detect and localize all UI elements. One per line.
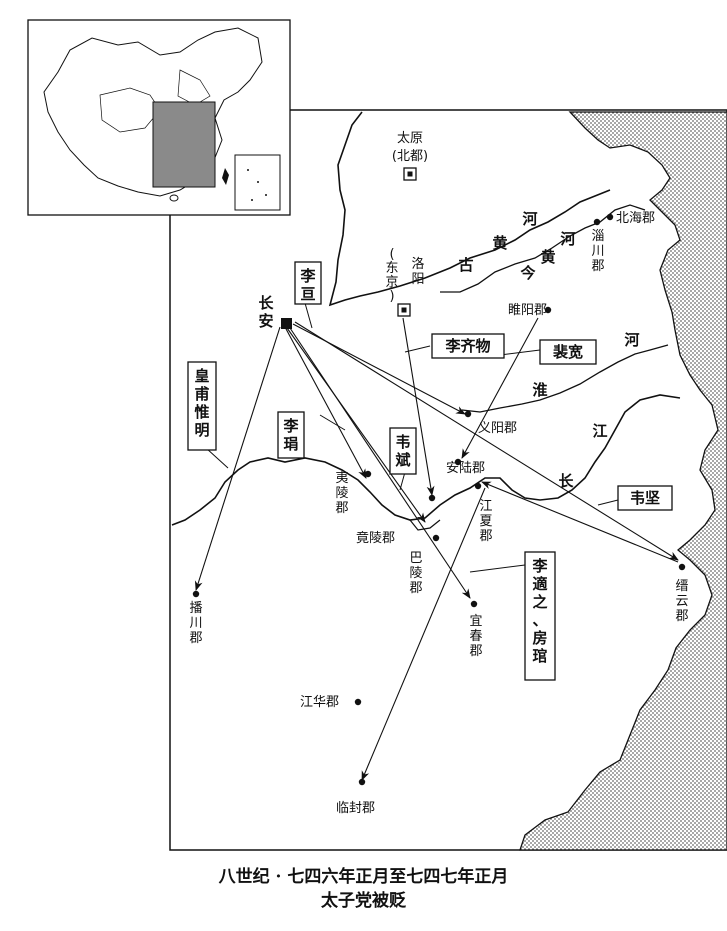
modern-yellow-river bbox=[440, 204, 646, 293]
jinyun-dot bbox=[678, 563, 686, 571]
east-sea bbox=[519, 111, 727, 851]
changan-marker bbox=[281, 318, 292, 329]
jiangxia-dot bbox=[474, 482, 482, 490]
label-anlu: 安陆郡 bbox=[446, 460, 485, 476]
label-modern-yellow-river-0: 今 bbox=[519, 264, 535, 282]
label-ancient-yellow-river-2: 河 bbox=[522, 210, 537, 228]
route-to-yiling bbox=[284, 326, 367, 479]
caption-line-2: 太子党被贬 bbox=[321, 891, 406, 911]
callout-huangfu-weiming-text: 皇甫惟明 bbox=[193, 367, 209, 439]
callout-li-qiwu: 李齐物 bbox=[431, 333, 505, 359]
route-luoyang bbox=[402, 317, 435, 496]
place-labels: 太原 (北都) 北海郡 睢阳郡 义阳郡 安陆郡 竟陵郡 江华郡 临封郡 bbox=[300, 131, 655, 816]
label-taiyuan: 太原 bbox=[397, 131, 423, 146]
route-to-yichun bbox=[289, 327, 471, 599]
suiyang-dot bbox=[544, 306, 552, 314]
label-huai-he: 河 bbox=[624, 331, 639, 349]
label-jiangxia: 江夏郡 bbox=[479, 499, 492, 544]
callout-li-jun: 李琄 bbox=[277, 411, 305, 459]
label-yiyang: 义阳郡 bbox=[478, 421, 517, 436]
callout-li-shizhi-fang-text: 李適之、房琯 bbox=[531, 557, 548, 665]
route-jinyun-to-jiangxia bbox=[481, 481, 679, 563]
linfeng-dot bbox=[358, 778, 366, 786]
label-jianghua: 江华郡 bbox=[300, 695, 339, 710]
callout-leaders bbox=[205, 302, 619, 573]
label-bochuan: 播川郡 bbox=[189, 601, 202, 646]
markers bbox=[192, 167, 686, 786]
label-huai: 淮 bbox=[532, 381, 547, 399]
vertical-place-labels: 长安 洛阳 (东京) 淄川郡夷陵郡江夏郡巴陵郡宜春郡 缙云郡 播川郡 bbox=[189, 229, 688, 659]
label-luoyang-sub: (东京) bbox=[385, 247, 398, 304]
yangtze-river bbox=[171, 394, 681, 526]
route-to-jingling bbox=[286, 327, 426, 523]
label-chang: 长 bbox=[558, 472, 574, 490]
route-to-linfeng bbox=[361, 487, 486, 781]
label-beihai: 北海郡 bbox=[616, 211, 655, 226]
zichuan-dot bbox=[593, 218, 601, 226]
label-suiyang: 睢阳郡 bbox=[508, 303, 547, 318]
label-jiang: 江 bbox=[592, 422, 607, 440]
label-baling: 巴陵郡 bbox=[409, 551, 422, 596]
route-to-bochuan bbox=[194, 326, 281, 591]
label-modern-yellow-river-2: 河 bbox=[560, 230, 575, 248]
jingling-dot bbox=[428, 494, 436, 502]
callout-li-jun-text: 李琄 bbox=[282, 417, 299, 453]
label-ancient-yellow-river-1: 黄 bbox=[492, 234, 507, 252]
label-yichun: 宜春郡 bbox=[469, 614, 482, 659]
label-taiyuan-sub: (北都) bbox=[392, 149, 428, 164]
exile-routes bbox=[194, 317, 679, 781]
label-zichuan: 淄川郡 bbox=[591, 229, 604, 274]
callout-pei-kuan-text: 裴宽 bbox=[552, 343, 583, 361]
bochuan-dot bbox=[192, 590, 200, 598]
callout-wei-jian: 韦坚 bbox=[617, 485, 673, 511]
label-ancient-yellow-river-0: 古 bbox=[458, 256, 473, 274]
callout-huangfu-weiming: 皇甫惟明 bbox=[187, 361, 217, 451]
callout-wei-bin: 韦斌 bbox=[389, 427, 417, 475]
label-linfeng: 临封郡 bbox=[336, 801, 375, 816]
label-jingling: 竟陵郡 bbox=[356, 531, 395, 546]
ancient-yellow-river bbox=[328, 111, 611, 307]
huai-river bbox=[461, 344, 669, 413]
yiyang-dot bbox=[464, 410, 472, 418]
label-jinyun: 缙云郡 bbox=[675, 579, 688, 624]
caption-line-1: 八世纪 · 七四六年正月至七四七年正月 bbox=[218, 867, 509, 887]
callout-li-ju-text: 李亘 bbox=[299, 267, 316, 303]
callout-wei-bin-text: 韦斌 bbox=[394, 433, 410, 469]
callout-li-ju: 李亘 bbox=[294, 261, 322, 305]
label-changan: 长安 bbox=[258, 294, 274, 330]
yichun-dot bbox=[470, 600, 478, 608]
jianghua-dot bbox=[354, 698, 362, 706]
beihai-dot bbox=[606, 213, 614, 221]
callout-pei-kuan: 裴宽 bbox=[539, 339, 597, 365]
callout-li-qiwu-text: 李齐物 bbox=[444, 337, 490, 355]
baling-dot bbox=[432, 534, 440, 542]
route-to-jinyun bbox=[294, 321, 679, 561]
inset-map bbox=[27, 19, 291, 216]
callout-li-shizhi-fang: 李適之、房琯 bbox=[524, 551, 556, 681]
person-callouts: 李亘皇甫惟明李琄 韦斌 李齐物 裴宽韦坚李適之、房琯 bbox=[187, 261, 673, 681]
route-suiyang-to-anlu bbox=[461, 317, 539, 459]
callout-wei-jian-text: 韦坚 bbox=[630, 489, 660, 507]
anlu-dot bbox=[454, 458, 462, 466]
label-yiling: 夷陵郡 bbox=[335, 470, 348, 516]
label-modern-yellow-river-1: 黄 bbox=[540, 248, 555, 266]
yiling-dot bbox=[364, 470, 372, 478]
label-luoyang: 洛阳 bbox=[411, 257, 424, 287]
